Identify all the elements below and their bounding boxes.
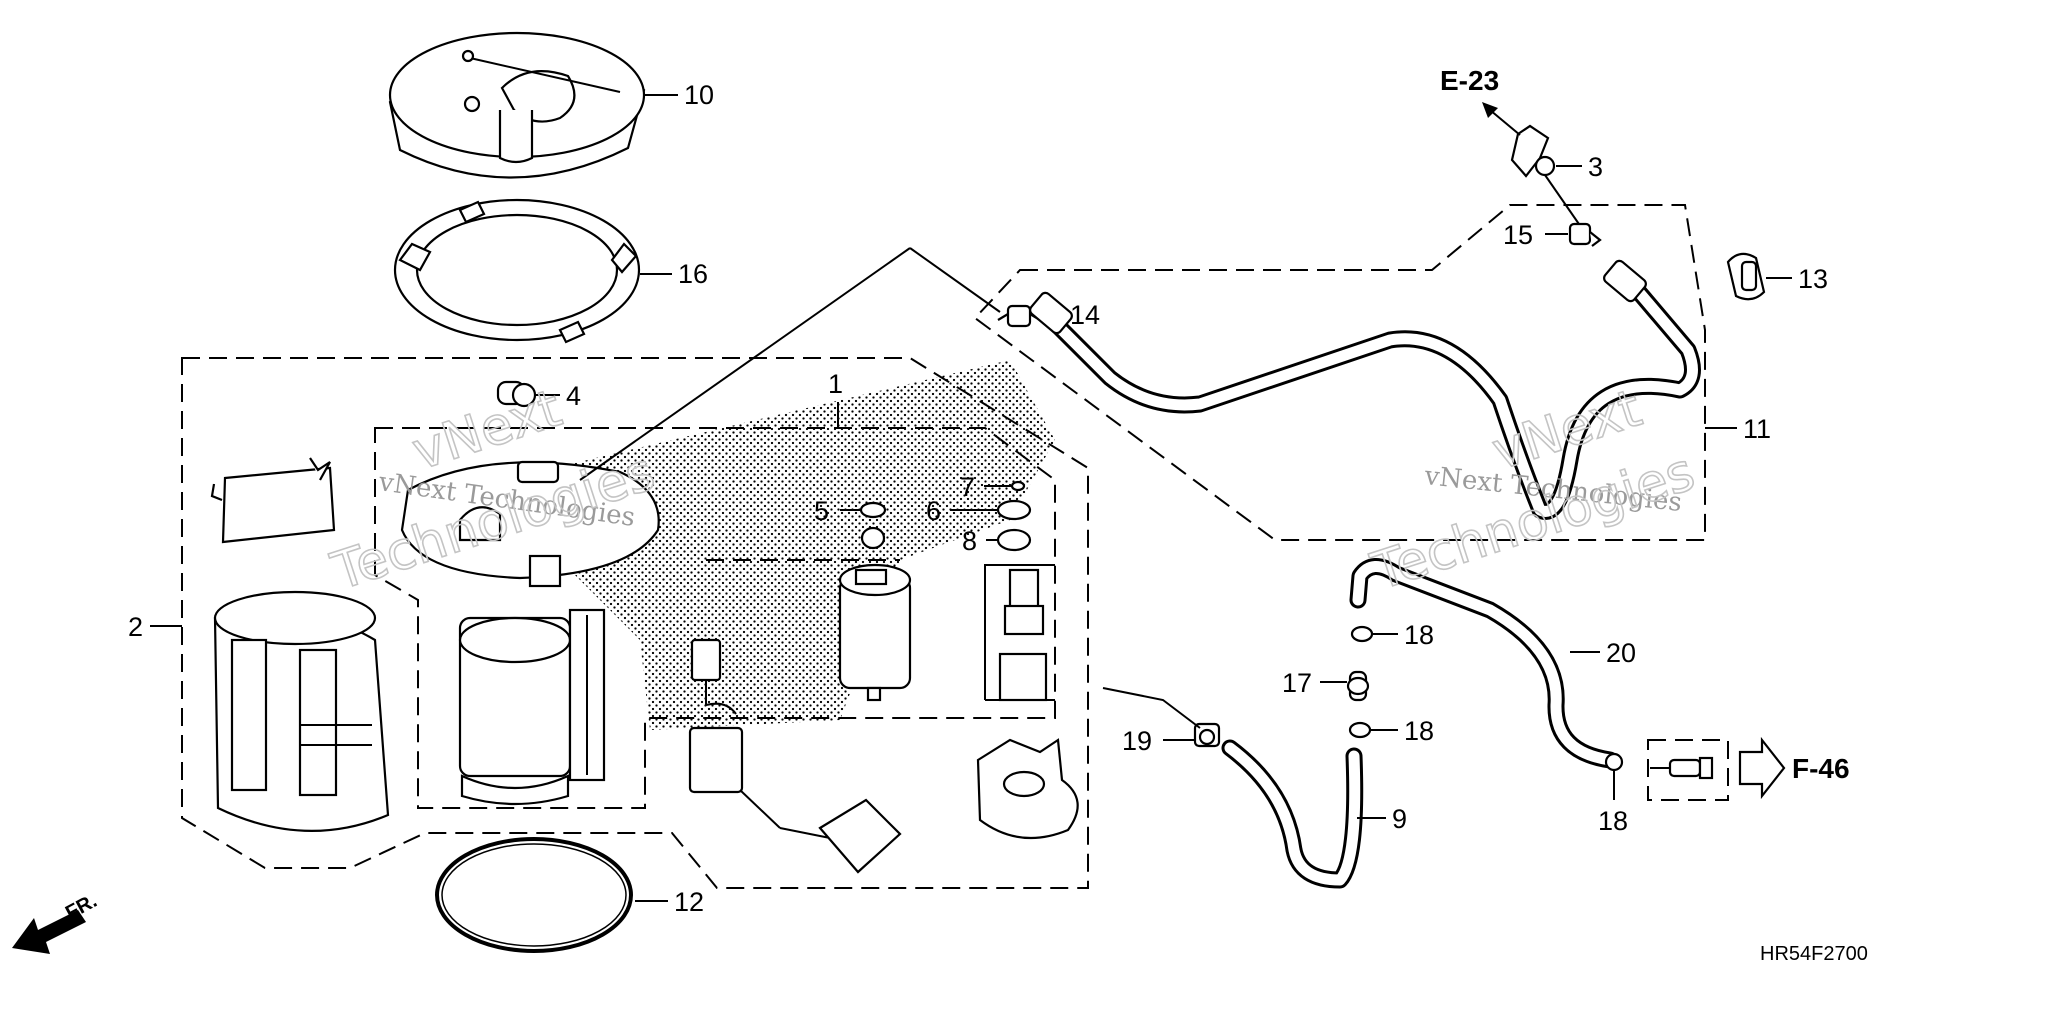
o-ring-5 (859, 501, 887, 550)
fuel-feed-hose (1029, 259, 1701, 520)
callout-18-lower: 18 (1598, 806, 1628, 836)
front-direction-arrow (12, 910, 86, 954)
hose-clip-19 (1193, 722, 1221, 748)
lock-ring (393, 198, 641, 344)
callout-20: 20 (1606, 638, 1636, 668)
callout-6: 6 (926, 496, 941, 526)
callout-12: 12 (674, 887, 704, 917)
arrow-e23-line (1489, 109, 1521, 136)
callout-8: 8 (962, 526, 977, 556)
callout-18-middle: 18 (1404, 716, 1434, 746)
fuel-reservoir-cup (210, 457, 390, 832)
callout-11: 11 (1743, 414, 1771, 444)
fuel-level-sender (688, 638, 902, 874)
clip-18-lower (1604, 752, 1624, 772)
callout-18-upper: 18 (1404, 620, 1434, 650)
pressure-regulator (998, 568, 1048, 702)
connector-f46-outline (1647, 739, 1729, 801)
leader-19-bracket (1102, 687, 1201, 729)
reference-e23: E-23 (1440, 65, 1499, 96)
vent-pipe-upper-inner (1352, 561, 1616, 766)
o-ring-6-8 (996, 480, 1032, 552)
drawing-code: HR54F2700 (1760, 943, 1868, 965)
stippled-area (545, 360, 1055, 730)
clip-18-middle (1348, 721, 1372, 739)
callout-1: 1 (828, 369, 843, 399)
callout-3: 3 (1588, 152, 1603, 182)
callout-17: 17 (1282, 668, 1312, 698)
callout-5: 5 (814, 496, 829, 526)
hose-clamp-3 (1510, 124, 1556, 178)
arrow-f46 (1738, 736, 1786, 800)
leader-module-diagonal (579, 247, 911, 481)
fuel-pump-module (400, 460, 660, 806)
fuel-tank-cover-cap (388, 31, 646, 179)
tank-gasket (435, 837, 633, 953)
fuel-filter-cup (976, 738, 1079, 840)
arrow-e23-head (1482, 102, 1498, 118)
grommet-13 (1726, 252, 1766, 301)
callout-16: 16 (678, 259, 708, 289)
callout-14: 14 (1070, 300, 1100, 330)
callout-19: 19 (1122, 726, 1152, 756)
callout-7: 7 (960, 472, 975, 502)
callout-4: 4 (566, 381, 581, 411)
callout-15: 15 (1503, 220, 1533, 250)
joint-17 (1346, 670, 1370, 702)
breather-hose-9-inner (1224, 742, 1361, 886)
callout-2: 2 (128, 612, 143, 642)
callout-9: 9 (1392, 804, 1407, 834)
callout-10: 10 (684, 80, 714, 110)
quick-connector-f46 (1650, 756, 1714, 780)
grommet (496, 380, 537, 408)
clip-18-upper (1350, 625, 1374, 643)
leader-14-to-module (909, 247, 1001, 313)
fuel-feed-hose-group-outline (973, 204, 1706, 541)
clip-15 (1568, 222, 1602, 247)
reference-f46: F-46 (1792, 753, 1850, 784)
tank-gasket-inner (441, 843, 627, 947)
regulator-bracket (984, 564, 1055, 570)
callout-13: 13 (1798, 264, 1828, 294)
fuel-pump-motor (838, 563, 912, 702)
